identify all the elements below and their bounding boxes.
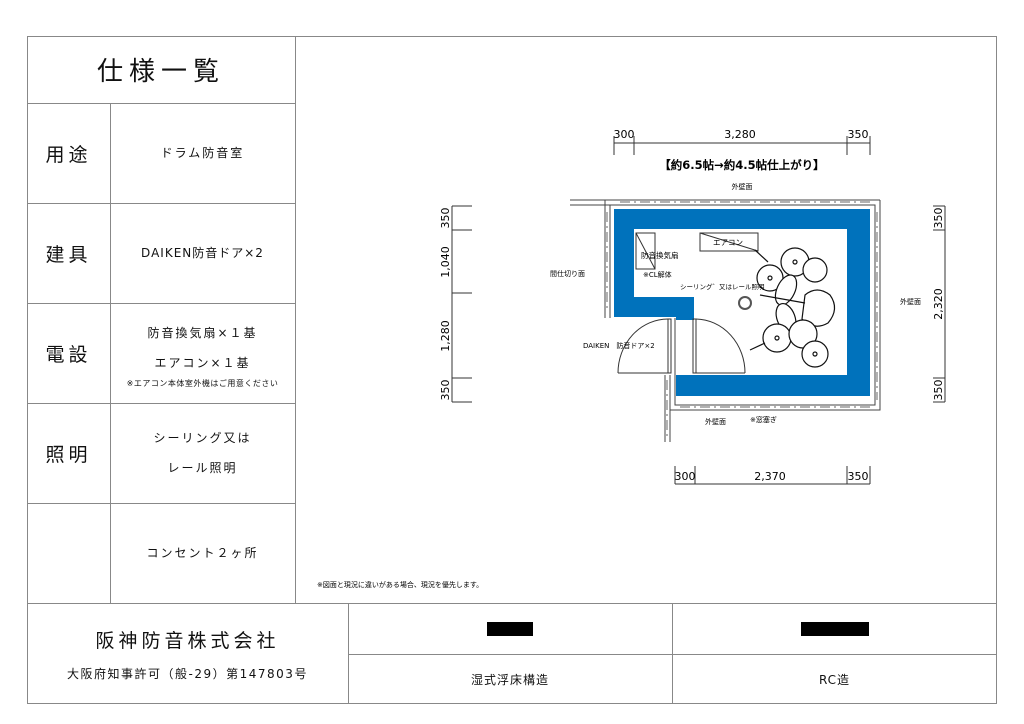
divider	[295, 36, 296, 604]
divider	[27, 203, 295, 204]
dim-bottom-3: 350	[848, 470, 869, 483]
dim-top-3: 350	[848, 128, 869, 141]
row-value-lighting-2: レール照明	[167, 461, 238, 475]
row-value-electrical-2: エアコン×１基	[154, 355, 251, 370]
row-value-cell: ドラム防音室	[110, 103, 295, 203]
spec-title-cell: 仕様一覧	[27, 36, 295, 103]
label-fan: 防音換気扇	[641, 250, 679, 260]
row-note-electrical: ※エアコン本体室外機はご用意ください	[126, 378, 279, 388]
dim-right-3: 350	[932, 380, 945, 401]
company-cell: 阪神防音株式会社 大阪府知事許可（般-29）第147803号	[27, 603, 348, 704]
dim-bottom-1: 300	[675, 470, 696, 483]
redacted-block	[487, 621, 533, 636]
label-cl-demolish: ※CL解体	[643, 270, 672, 279]
insulation-layer	[614, 209, 870, 396]
dim-left-1: 350	[439, 208, 452, 229]
dim-top-1: 300	[614, 128, 635, 141]
dim-right-2: 2,320	[932, 288, 945, 320]
divider	[27, 503, 295, 504]
row-value-fittings: DAIKEN防音ドア×2	[141, 246, 264, 260]
divider	[27, 603, 997, 604]
row-label-lighting: 照明	[45, 443, 92, 466]
row-value-cell: コンセント２ヶ所	[110, 503, 295, 603]
label-window-blocked: ※窓塞ぎ	[750, 415, 777, 424]
row-label-usage: 用途	[45, 143, 92, 166]
row-label-cell: 建具	[27, 203, 110, 303]
row-label-cell: 電設	[27, 303, 110, 403]
area-summary: 【約6.5帖→約4.5帖仕上がり】	[659, 158, 824, 172]
spec-title: 仕様一覧	[96, 57, 225, 87]
divider	[110, 103, 111, 604]
footer-col2-bottom: RC造	[672, 654, 997, 704]
company-name: 阪神防音株式会社	[95, 629, 280, 652]
divider	[348, 654, 997, 655]
disclaimer: ※図面と現況に違いがある場合、現況を優先します。	[317, 580, 483, 589]
label-partition: 間仕切り面	[550, 269, 585, 278]
row-value-cell: 防音換気扇×１基 エアコン×１基 ※エアコン本体室外機はご用意ください	[110, 303, 295, 403]
divider	[27, 403, 295, 404]
dim-right-1: 350	[932, 208, 945, 229]
dim-left-4: 350	[439, 380, 452, 401]
label-aircon: エアコン	[713, 238, 743, 247]
divider	[27, 303, 295, 304]
divider	[672, 603, 673, 704]
label-outer-wall-top: 外壁面	[732, 182, 753, 191]
footer-col1-bottom: 湿式浮床構造	[348, 654, 672, 704]
building-structure: RC造	[818, 672, 851, 687]
row-label-electrical: 電設	[45, 343, 92, 366]
row-value-cell: シーリング又は レール照明	[110, 403, 295, 503]
drawing-sheet	[27, 36, 997, 704]
label-outer-wall-right: 外壁面	[900, 297, 921, 306]
divider	[348, 603, 349, 704]
label-door: DAIKEN 防音ドア×2	[583, 341, 655, 350]
row-label-cell: 照明	[27, 403, 110, 503]
row-value-cell: DAIKEN防音ドア×2	[110, 203, 295, 303]
row-label-fittings: 建具	[45, 243, 92, 266]
floor-structure: 湿式浮床構造	[470, 672, 549, 687]
dim-left-3: 1,280	[439, 320, 452, 352]
light-icon	[738, 296, 752, 310]
label-outer-wall-bottom: 外壁面	[705, 417, 726, 426]
dim-top-2: 3,280	[724, 128, 756, 141]
row-label-cell: 用途	[27, 103, 110, 203]
redacted-block	[800, 621, 869, 636]
footer-col2-top	[672, 603, 997, 654]
dim-bottom-2: 2,370	[754, 470, 786, 483]
dim-left-2: 1,040	[439, 246, 452, 278]
row-value-outlet: コンセント２ヶ所	[146, 546, 259, 560]
row-value-electrical-1: 防音換気扇×１基	[147, 325, 258, 340]
license-number: 大阪府知事許可（般-29）第147803号	[67, 666, 308, 681]
row-value-usage: ドラム防音室	[160, 146, 245, 160]
label-lighting: シーリング゛又はレール照明	[680, 282, 765, 291]
drum-kit-icon	[749, 247, 836, 368]
row-value-lighting-1: シーリング又は	[153, 431, 252, 445]
divider	[27, 103, 295, 104]
footer-col1-top	[348, 603, 672, 654]
